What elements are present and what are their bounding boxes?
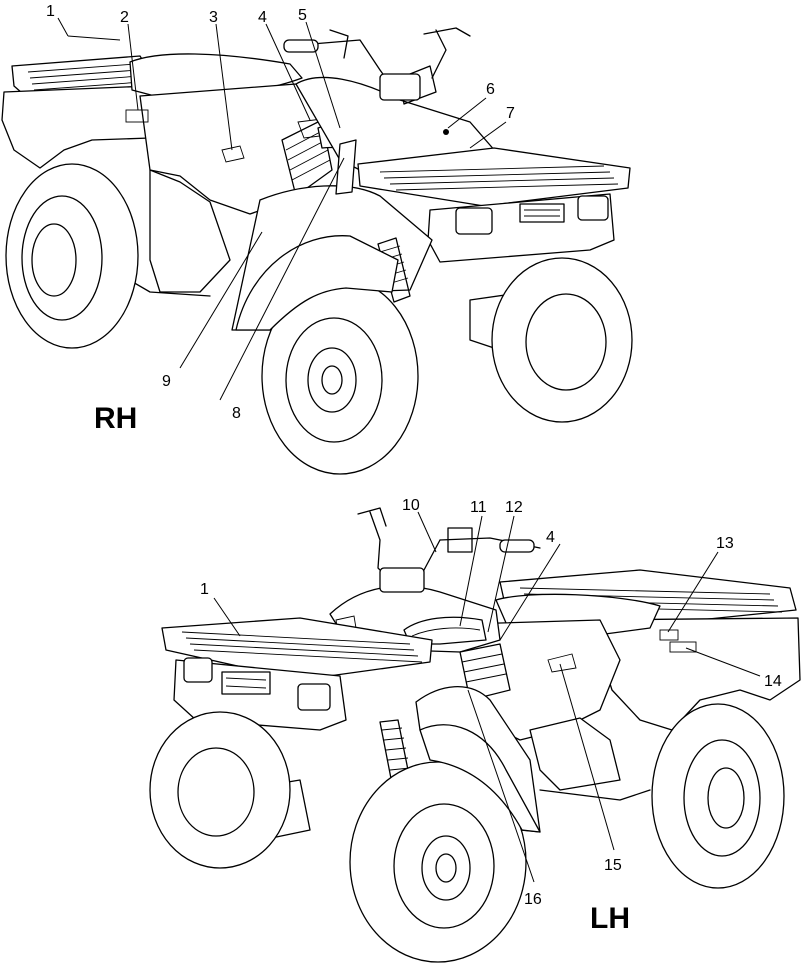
rh-callout-2: 2 — [120, 9, 129, 26]
lh-decal-14 — [669, 641, 697, 653]
lh-front-fender-lip — [419, 724, 541, 833]
rh-front-fender-lip — [235, 235, 399, 331]
lh-callout-12: 12 — [505, 499, 523, 516]
lh-rear-fender — [589, 617, 801, 731]
lh-callout-10: 10 — [402, 497, 420, 514]
lh-callout-1: 1 — [200, 581, 209, 598]
lh-footwell — [529, 717, 621, 791]
lh-leaders — [213, 511, 761, 883]
rh-front-bumper — [427, 193, 615, 263]
lh-far-front-wheel — [149, 711, 291, 869]
lh-rear-wheel — [651, 703, 785, 889]
rh-grab-handle — [335, 139, 357, 195]
lh-callout-14: 14 — [764, 673, 782, 690]
rh-rear-wheel — [5, 163, 139, 349]
rh-callouts: 1 2 3 4 5 6 7 8 9 — [46, 3, 515, 422]
lh-decal-15 — [547, 653, 577, 673]
lh-atv-drawing — [149, 507, 801, 963]
lh-view-label: LH — [590, 902, 630, 935]
rh-front-rack — [357, 147, 631, 207]
lh-callouts: 1 4 10 11 12 13 14 15 16 — [200, 497, 782, 908]
rh-callout-8: 8 — [232, 405, 241, 422]
lh-decal-11 — [403, 616, 487, 645]
lh-grille — [459, 643, 511, 701]
rh-leaders — [57, 17, 507, 401]
rh-callout-5: 5 — [298, 7, 307, 24]
rh-view-label: RH — [94, 402, 137, 435]
lh-callout-11: 11 — [470, 499, 487, 516]
lh-front-rack — [161, 617, 433, 681]
rh-decal-2 — [125, 109, 149, 123]
rh-handlebar — [283, 27, 471, 105]
lh-callout-4: 4 — [546, 529, 555, 546]
rh-callout-1: 1 — [46, 3, 55, 20]
rh-grille — [281, 119, 333, 197]
rh-callout-6: 6 — [486, 81, 495, 98]
rh-callout-3: 3 — [209, 9, 218, 26]
rh-callout-4: 4 — [258, 9, 267, 26]
rh-decal-3 — [221, 145, 245, 163]
lh-callout-15: 15 — [604, 857, 622, 874]
rh-footwell — [149, 169, 231, 293]
rh-atv-drawing — [1, 27, 633, 475]
rh-callout-7: 7 — [506, 105, 515, 122]
lh-callout-13: 13 — [716, 535, 734, 552]
lh-callout-16: 16 — [524, 891, 542, 908]
rh-decal-6 — [443, 129, 449, 135]
rh-far-front-wheel — [491, 257, 633, 423]
rh-callout-9: 9 — [162, 373, 171, 390]
